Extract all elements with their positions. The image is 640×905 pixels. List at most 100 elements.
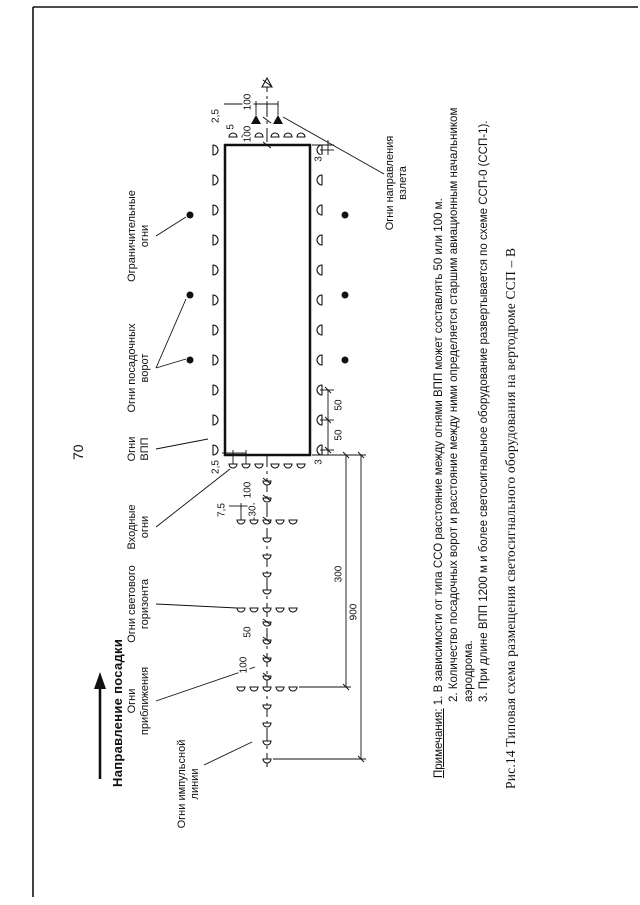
dimension-ticks — [262, 79, 272, 680]
end-light-icon — [283, 132, 293, 138]
horizon-light-icon — [275, 607, 285, 613]
edge-light-dimensions — [312, 140, 366, 456]
threshold-light-icon — [228, 463, 238, 469]
runway-outline — [223, 143, 312, 457]
label-impulse-line-lights: Огни импульсной линии — [176, 725, 202, 843]
impulse-light-icon — [262, 740, 272, 746]
runway-edge-light-icon — [212, 444, 219, 456]
runway-edge-light-icon — [316, 264, 323, 276]
dim-label: 50 — [333, 398, 345, 412]
horizon-light-icon — [249, 686, 259, 692]
label-line: огни — [139, 515, 151, 539]
runway-edge-light-icon — [212, 414, 219, 426]
label-line: огни — [139, 224, 151, 248]
landing-direction-label: Направление посадки — [110, 638, 125, 787]
note-line: 3. При длине ВПП 1200 м и более светосиг… — [478, 120, 490, 703]
takeoff-light-icon — [273, 115, 283, 124]
boundary-light-icon — [186, 211, 194, 219]
label-line: Входные — [126, 504, 138, 550]
horizon-light-icon — [249, 519, 259, 525]
notes-block: Примечания: 1. В зависимости от типа ССО… — [432, 86, 492, 778]
dim-label: 100 — [242, 480, 254, 500]
dim-label: 300 — [333, 564, 345, 584]
runway-edge-light-icon — [212, 174, 219, 186]
dim-label: 50 — [242, 625, 254, 639]
runway-edge-light-icon — [212, 384, 219, 396]
label-landing-gate-lights: Огни посадочных ворот — [126, 309, 152, 427]
runway-edge-light-icon — [316, 324, 323, 336]
label-line: Огни направления — [384, 135, 396, 231]
horizon-light-icon — [249, 607, 259, 613]
page-number: 70 — [70, 444, 86, 460]
dim-label: 100 — [242, 92, 254, 112]
dim-label: 50 — [333, 428, 345, 442]
horizon-light-icon — [262, 686, 272, 692]
runway-edge-light-icon — [212, 264, 219, 276]
label-boundary-lights: Ограничительные огни — [126, 177, 152, 295]
impulse-light-icon — [262, 704, 272, 710]
label-takeoff-direction-lights: Огни направления взлета — [384, 123, 410, 243]
approach-light-icon — [262, 572, 272, 578]
label-line: ворот — [139, 353, 151, 383]
notes-title: Примечания: — [433, 708, 445, 778]
gate-light-icon — [341, 356, 349, 364]
threshold-light-icon — [270, 463, 280, 469]
runway-edge-light-icon — [316, 234, 323, 246]
runway-edge-light-icon — [316, 294, 323, 306]
runway-edge-light-icon — [212, 204, 219, 216]
note-line: Примечания: 1. В зависимости от типа ССО… — [432, 86, 447, 778]
approach-light-icon — [262, 554, 272, 560]
gate-light-icon — [186, 356, 194, 364]
figure-caption: Рис.14 Типовая схема размещения светосиг… — [503, 247, 518, 789]
impulse-light-icon — [262, 758, 272, 764]
label-threshold-lights: Входные огни — [126, 481, 152, 573]
dim-label: 5 — [225, 123, 237, 131]
takeoff-light-icon — [251, 115, 261, 124]
label-line: линии — [189, 768, 201, 800]
horizon-light-icon — [275, 686, 285, 692]
overall-dimensions — [273, 451, 366, 763]
end-light-icon — [296, 132, 306, 138]
label-line: взлета — [397, 166, 409, 200]
horizon-light-icon — [236, 519, 246, 525]
note-text: 1. В зависимости от типа ССО расстояние … — [433, 198, 445, 706]
gate-light-icon — [186, 291, 194, 299]
dim-label: 100 — [238, 655, 250, 675]
horizon-light-icon — [262, 607, 272, 613]
dim-label: 30 — [247, 504, 259, 518]
threshold-light-icon — [241, 463, 251, 469]
threshold-light-icon — [254, 463, 264, 469]
horizon-light-icon — [236, 686, 246, 692]
end-light-icon — [270, 132, 280, 138]
threshold-light-icon — [283, 463, 293, 469]
runway-edge-light-icon — [316, 354, 323, 366]
runway-edge-light-icon — [316, 204, 323, 216]
end-light-icon — [254, 132, 264, 138]
horizon-light-icon — [288, 519, 298, 525]
runway-edge-light-icon — [316, 174, 323, 186]
runway-edge-light-icon — [212, 354, 219, 366]
label-line: Ограничительные — [126, 190, 138, 282]
runway-edge-light-icon — [212, 324, 219, 336]
dim-label: 100 — [242, 124, 254, 144]
horizon-light-icon — [236, 607, 246, 613]
label-line: Огни посадочных — [126, 323, 138, 413]
end-light-icon — [228, 132, 238, 138]
note-line: 2. Количество посадочных ворот и расстоя… — [448, 107, 475, 702]
dim-label: 900 — [348, 602, 360, 622]
horizon-light-icon — [288, 686, 298, 692]
landing-direction-arrow-icon — [94, 672, 106, 779]
label-line: Огни импульсной — [176, 739, 188, 829]
runway-edge-light-icon — [212, 234, 219, 246]
approach-light-icon — [262, 537, 272, 543]
gate-light-icon — [341, 291, 349, 299]
impulse-light-icon — [262, 722, 272, 728]
horizon-light-icon — [288, 607, 298, 613]
boundary-light-icon — [341, 211, 349, 219]
dim-label: 3 — [313, 155, 325, 163]
dim-label: 2,5 — [210, 108, 222, 124]
threshold-light-icon — [296, 463, 306, 469]
